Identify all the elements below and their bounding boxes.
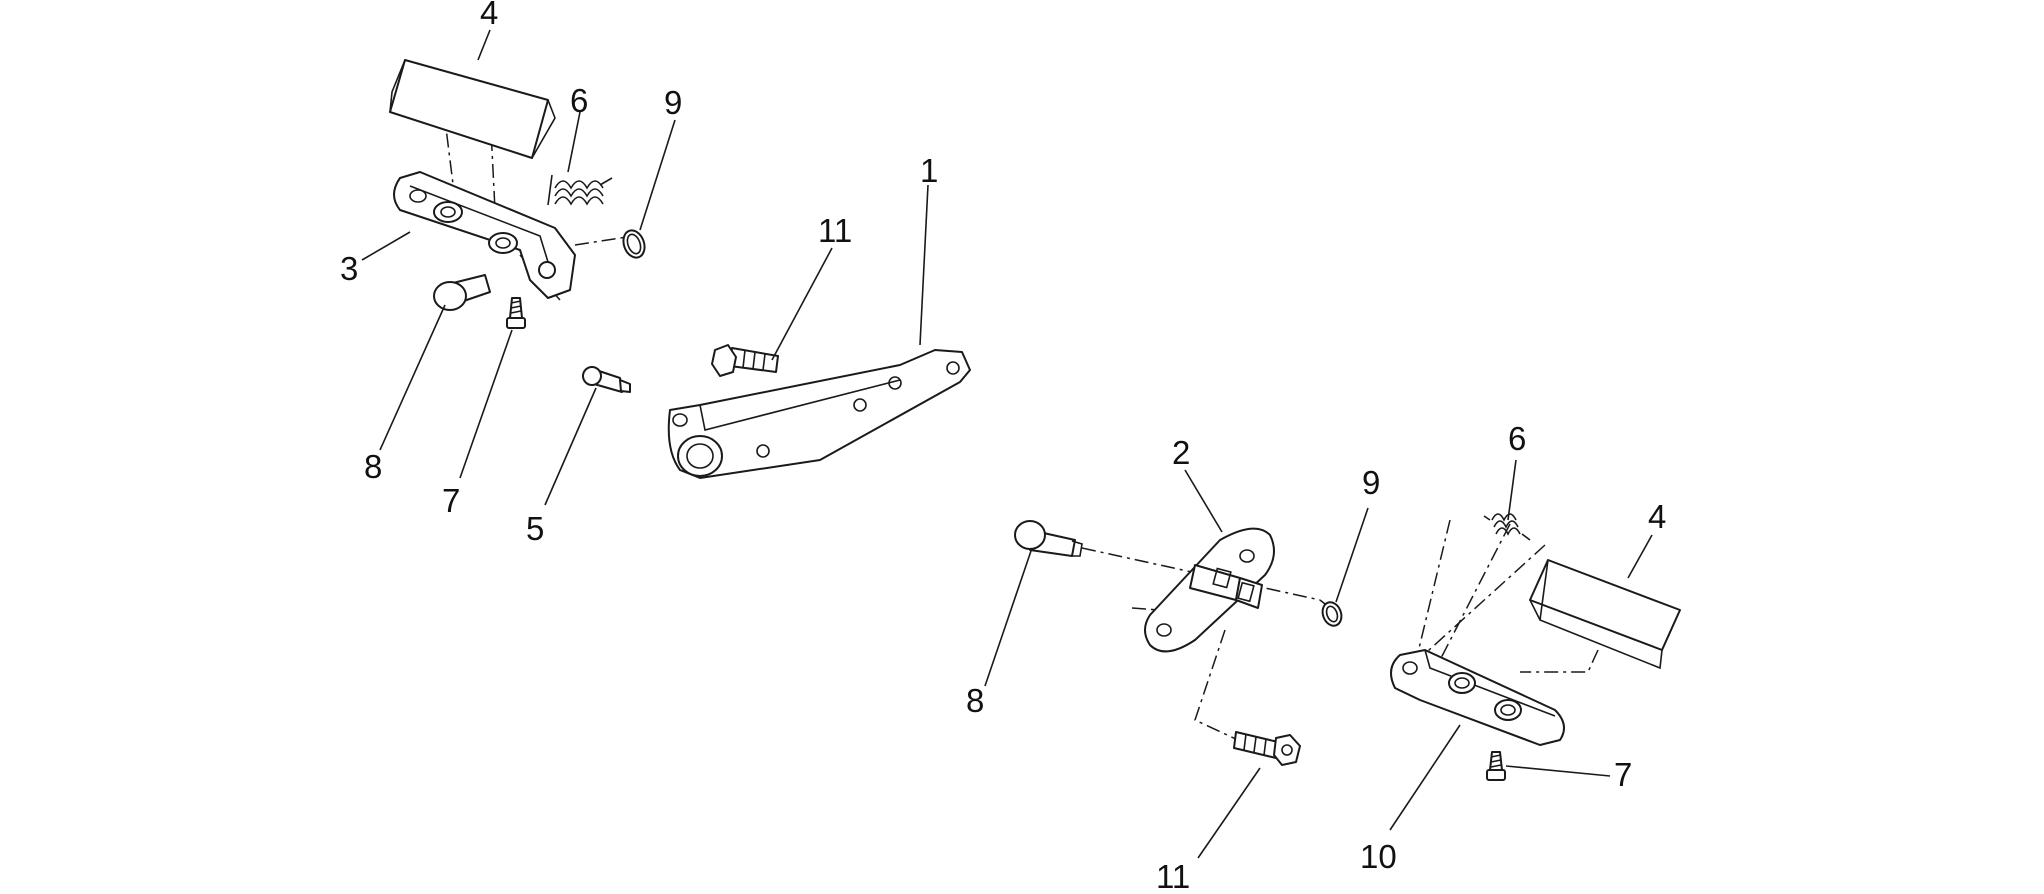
right-footpeg-rubber[interactable] <box>1529 559 1681 670</box>
right-pivot-pin[interactable] <box>1014 520 1083 557</box>
right-flange-bolt[interactable] <box>1233 731 1301 766</box>
callout-numbers: 4 6 9 3 1 11 8 7 5 2 9 6 4 8 7 10 11 <box>340 0 1666 894</box>
callout-left-6: 6 <box>570 82 588 119</box>
right-circlip[interactable] <box>1319 600 1344 629</box>
leader-lines <box>361 29 1653 859</box>
left-circlip[interactable] <box>620 227 648 260</box>
callout-left-8: 8 <box>364 448 382 485</box>
callout-left-1: 1 <box>920 152 938 189</box>
right-footpeg-bracket[interactable] <box>1144 527 1275 653</box>
callout-left-7: 7 <box>442 482 460 519</box>
left-stud-bolt[interactable] <box>582 366 631 393</box>
callout-right-9: 9 <box>1362 464 1380 501</box>
callout-left-9: 9 <box>664 84 682 121</box>
callout-right-7: 7 <box>1614 756 1632 793</box>
callout-right-10: 10 <box>1360 838 1397 875</box>
callout-left-11: 11 <box>818 212 852 249</box>
left-screw[interactable] <box>506 297 526 329</box>
callout-right-8: 8 <box>966 682 984 719</box>
left-pivot-pin[interactable] <box>433 274 491 311</box>
callout-right-6: 6 <box>1508 420 1526 457</box>
left-flange-bolt[interactable] <box>711 344 779 377</box>
callout-left-3: 3 <box>340 250 358 287</box>
callout-right-4: 4 <box>1648 498 1666 535</box>
left-bracket-plate[interactable] <box>667 349 971 479</box>
callout-right-2: 2 <box>1172 434 1190 471</box>
right-return-spring[interactable] <box>1483 513 1531 541</box>
left-return-spring[interactable] <box>547 174 613 206</box>
callout-right-11: 11 <box>1156 858 1190 894</box>
callout-left-5: 5 <box>526 510 544 547</box>
right-screw[interactable] <box>1486 751 1506 781</box>
callout-left-4: 4 <box>480 0 498 31</box>
right-footpeg-holder[interactable] <box>1390 649 1565 746</box>
left-footpeg-holder[interactable] <box>393 171 576 299</box>
left-footpeg-rubber[interactable] <box>389 59 556 159</box>
